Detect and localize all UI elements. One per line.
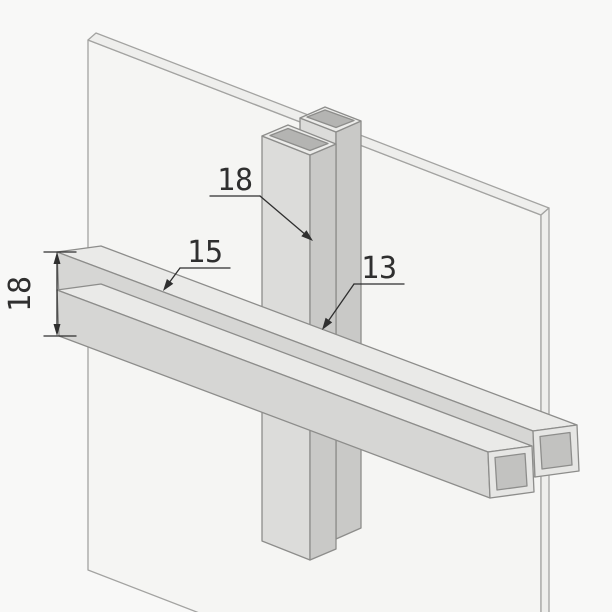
- arrowhead-icon: [53, 252, 61, 264]
- vertical-tube-rear-right-face: [335, 120, 362, 540]
- dimension-leader: [324, 283, 355, 327]
- arrowhead-icon: [163, 279, 174, 291]
- dimension-leader: [259, 195, 311, 240]
- arrowhead-icon: [322, 317, 333, 330]
- dimension-label: 13: [361, 251, 397, 286]
- dimension-horizontal-tube-height: 18: [3, 251, 77, 337]
- dimension-tube-depth: 13: [322, 251, 405, 330]
- dimension-label: 15: [187, 235, 223, 270]
- horizontal-tube-front-bore: [494, 452, 528, 491]
- horizontal-tube-front: [56, 283, 535, 499]
- dimension-label: 18: [3, 276, 38, 312]
- arrowhead-icon: [53, 324, 61, 336]
- panel-right-edge: [540, 207, 550, 612]
- dimension-label: 18: [217, 163, 253, 198]
- dimension-horizontal-tube-width: 15: [163, 235, 231, 291]
- arrowhead-icon: [301, 230, 313, 241]
- vertical-tube-rear-bore: [306, 109, 355, 129]
- dimension-vertical-tube-width: 18: [209, 163, 313, 241]
- vertical-tube-front-bore: [269, 127, 329, 152]
- horizontal-tube-rear-bore: [539, 431, 573, 470]
